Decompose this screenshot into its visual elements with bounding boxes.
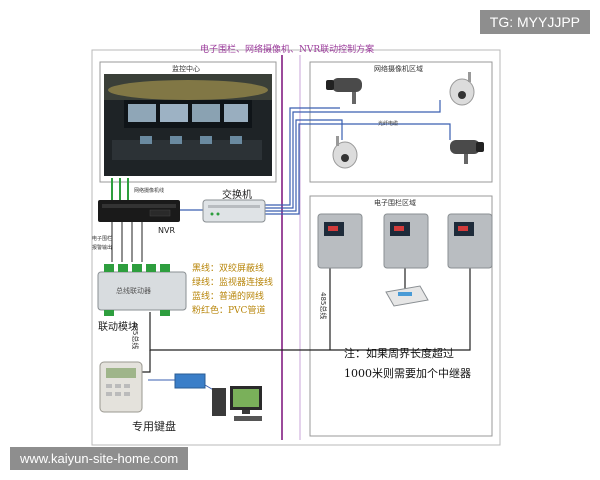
legend-item: 绿线：监视器连接线: [192, 278, 274, 288]
keyboard-label: 专用键盘: [132, 420, 176, 433]
network-line-2: [265, 100, 441, 209]
rs485-right-label: 485总线: [319, 292, 327, 320]
bullet-camera-1: [326, 78, 362, 104]
nvr-label: NVR: [158, 226, 176, 235]
linkage-module-device: [97, 264, 187, 316]
dome-camera-2: [332, 136, 358, 169]
switch-device: [202, 199, 266, 223]
fiber-line-label: 光纤电缆: [378, 121, 399, 127]
network-line-4: [265, 123, 451, 215]
converter-device: [174, 373, 206, 389]
fence-controller-2: [383, 213, 429, 269]
note-line: 1000米则需要加个中继器: [344, 367, 471, 380]
rs485-left-label: 485总线: [131, 322, 139, 350]
switch-label: 交换机: [222, 190, 252, 201]
repeater-note: 注：如果周界长度超过 1000米则需要加个中继器: [344, 344, 471, 384]
nvr-device: [98, 200, 180, 222]
rs485-bus-main: [149, 265, 471, 351]
fence-controller-1: [317, 213, 363, 269]
legend-item: 黑线：双绞屏蔽线: [192, 264, 265, 274]
repeater-device: [385, 285, 429, 307]
linkage-device-text: 总线联动器: [116, 287, 151, 295]
linkage-label: 联动模块: [98, 322, 138, 333]
legend-item: 粉红色：PVC管道: [192, 306, 266, 316]
keyboard-device: [99, 361, 143, 413]
legend-item: 蓝线：普通的网线: [192, 292, 265, 302]
pc-device: [212, 386, 262, 421]
watermark-top: TG: MYYJJPP: [479, 10, 590, 34]
nvr-line-label: 网络摄像机线: [134, 188, 165, 194]
network-line-1: [265, 107, 340, 206]
camera-area-label: 网络摄像机区域: [374, 65, 423, 73]
network-line-3: [265, 119, 343, 212]
bullet-camera-2: [450, 140, 484, 164]
diagram-title: 电子围栏、网络摄像机、NVR联动控制方案: [200, 45, 375, 55]
fence-area-label: 电子围栏区域: [374, 199, 416, 207]
monitor-center-label: 监控中心: [172, 65, 200, 73]
watermark-bottom: www.kaiyun-site-home.com: [10, 447, 189, 470]
fence-io-label: 电子围栏 报警输出: [92, 236, 113, 251]
dome-camera-1: [449, 72, 475, 106]
note-line: 注：如果周界长度超过: [344, 347, 454, 360]
fence-controller-3: [447, 213, 493, 269]
legend: 黑线：双绞屏蔽线 绿线：监视器连接线 蓝线：普通的网线 粉红色：PVC管道: [192, 262, 273, 318]
